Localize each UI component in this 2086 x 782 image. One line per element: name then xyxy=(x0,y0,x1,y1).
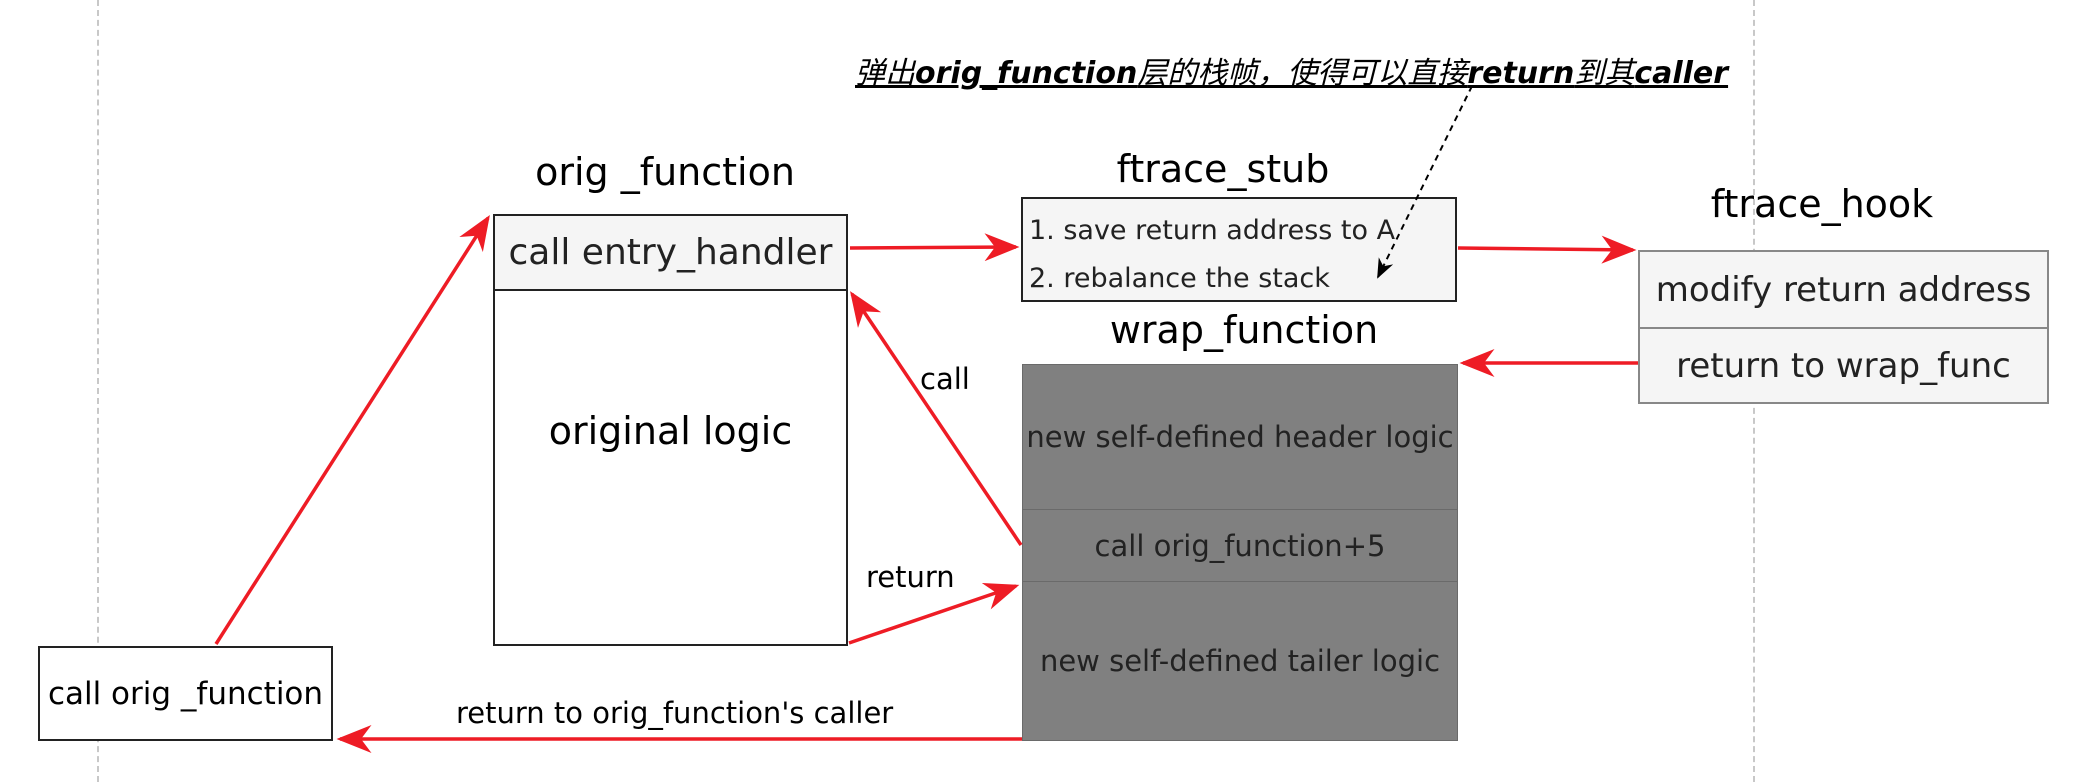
arrow-orig-to-stub xyxy=(849,233,1020,262)
return-to-caller-edge-label: return to orig_function's caller xyxy=(456,696,894,730)
ftrace-hook-modify-row[interactable]: modify return address xyxy=(1638,250,2049,329)
wrap-function-tailer-row[interactable]: new self-defined tailer logic xyxy=(1022,581,1458,741)
call-edge-label: call xyxy=(920,362,970,396)
annotation-pointer-arrow xyxy=(1377,85,1473,279)
arrow-orig-return-wrap xyxy=(848,582,1020,645)
wrap-function-header-row[interactable]: new self-defined header logic xyxy=(1022,364,1458,510)
arrow-wrap-call-orig xyxy=(850,291,1023,546)
wrap-function-call-row[interactable]: call orig_function+5 xyxy=(1022,509,1458,582)
caller-box[interactable]: call orig _function xyxy=(38,646,333,741)
wrap-function-header-label: new self-defined header logic xyxy=(1026,420,1454,454)
orig-function-body[interactable]: original logic xyxy=(493,289,848,646)
caller-box-label: call orig _function xyxy=(47,675,324,712)
arrow-caller-to-orig xyxy=(214,215,490,645)
annotation-note: 弹出orig_function层的栈帧，使得可以直接return到其caller xyxy=(855,56,1729,91)
ftrace-hook-title: ftrace_hook xyxy=(1710,182,1934,226)
orig-function-entry-cell[interactable]: call entry_handler xyxy=(493,214,848,291)
ftrace-stub-line-2: 2. rebalance the stack xyxy=(1029,263,1330,294)
left-guide-line xyxy=(97,0,99,782)
arrow-stub-to-hook xyxy=(1457,235,1637,264)
wrap-function-call-label: call orig_function+5 xyxy=(1094,528,1386,563)
wrap-function-tailer-label: new self-defined tailer logic xyxy=(1039,644,1441,678)
ftrace-hook-modify-label: modify return address xyxy=(1655,269,2032,310)
return-edge-label: return xyxy=(866,560,955,594)
ftrace-stub-box[interactable]: 1. save return address to A 2. rebalance… xyxy=(1021,197,1457,302)
ftrace-hook-return-label: return to wrap_func xyxy=(1676,345,2011,386)
ftrace-stub-line-1: 1. save return address to A xyxy=(1029,215,1396,246)
ftrace-hook-return-row[interactable]: return to wrap_func xyxy=(1638,327,2049,404)
orig-function-title: orig _function xyxy=(535,150,795,194)
wrap-function-title: wrap_function xyxy=(1109,308,1379,352)
orig-function-body-label: original logic xyxy=(548,409,793,453)
orig-function-entry-label: call entry_handler xyxy=(508,232,833,273)
ftrace-stub-title: ftrace_stub xyxy=(1116,147,1330,191)
